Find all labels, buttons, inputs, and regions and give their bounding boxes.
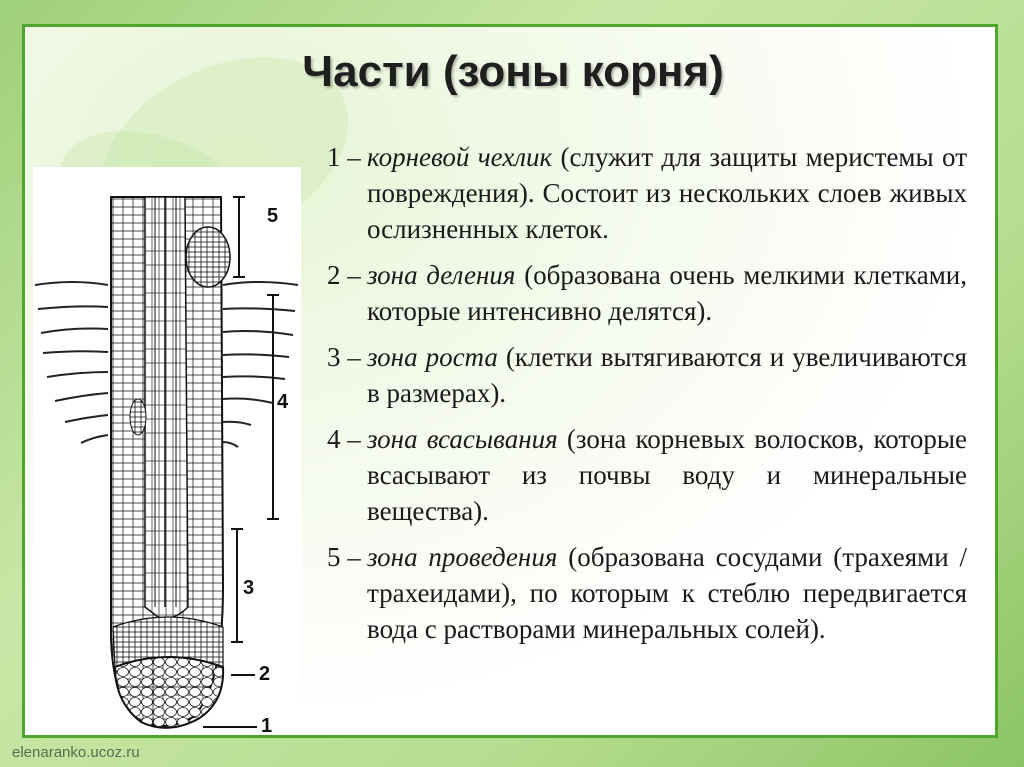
slide-title: Части (зоны корня) (302, 47, 724, 96)
zone-item-number: 4 – (327, 424, 361, 454)
central-cylinder (144, 196, 189, 619)
root-hairs-right (222, 281, 299, 448)
zone-item-text: (клетки вытягиваются и увеличиваются в р… (367, 342, 967, 408)
zone-item-2: 2 – зона деления (образована очень мелки… (327, 257, 967, 329)
zone-item-text: (образована сосудами (трахеями / трахеид… (367, 542, 967, 644)
zone-item-text: (служит для защиты меристемы от поврежде… (367, 142, 967, 244)
zone-item-number: 1 – (327, 142, 361, 172)
zone-label-3: 3 (243, 577, 255, 599)
zone-label-2: 2 (259, 663, 271, 685)
zone-item-3: 3 – зона роста (клетки вытягиваются и ув… (327, 339, 967, 411)
zone-item-text: (образована очень мелкими клетками, кото… (367, 260, 967, 326)
zone-item-number: 3 – (327, 342, 361, 372)
zone-item-1: 1 – корневой чехлик (служит для защиты м… (327, 139, 967, 247)
slide-frame: Части (зоны корня) (22, 24, 998, 738)
zone-item-5: 5 – зона проведения (образована сосудами… (327, 539, 967, 647)
zone-item-number: 5 – (327, 542, 361, 572)
zone-item-text: (зона корневых волосков, которые всасыва… (367, 424, 967, 526)
zone-item-term: зона роста (367, 342, 498, 372)
source-footer: elenaranko.ucoz.ru (12, 744, 140, 761)
root-diagram-drawing (34, 196, 299, 729)
zone-descriptions: 1 – корневой чехлик (служит для защиты м… (327, 139, 967, 657)
zone-item-number: 2 – (327, 260, 361, 290)
lateral-root-primordium (185, 226, 231, 288)
zone-item-term: корневой чехлик (367, 142, 553, 172)
zone-item-term: зона всасывания (367, 424, 558, 454)
zone-label-4: 4 (277, 391, 289, 413)
root-diagram: 5 4 3 2 1 (33, 167, 301, 735)
root-cap (113, 656, 225, 729)
zone-item-4: 4 – зона всасывания (зона корневых волос… (327, 421, 967, 529)
zone-brackets (203, 196, 279, 728)
zone-label-1: 1 (261, 715, 273, 737)
root-hairs-left (34, 281, 109, 444)
zone-label-5: 5 (267, 205, 279, 227)
zone-item-term: зона проведения (367, 542, 558, 572)
zone-item-term: зона деления (367, 260, 516, 290)
